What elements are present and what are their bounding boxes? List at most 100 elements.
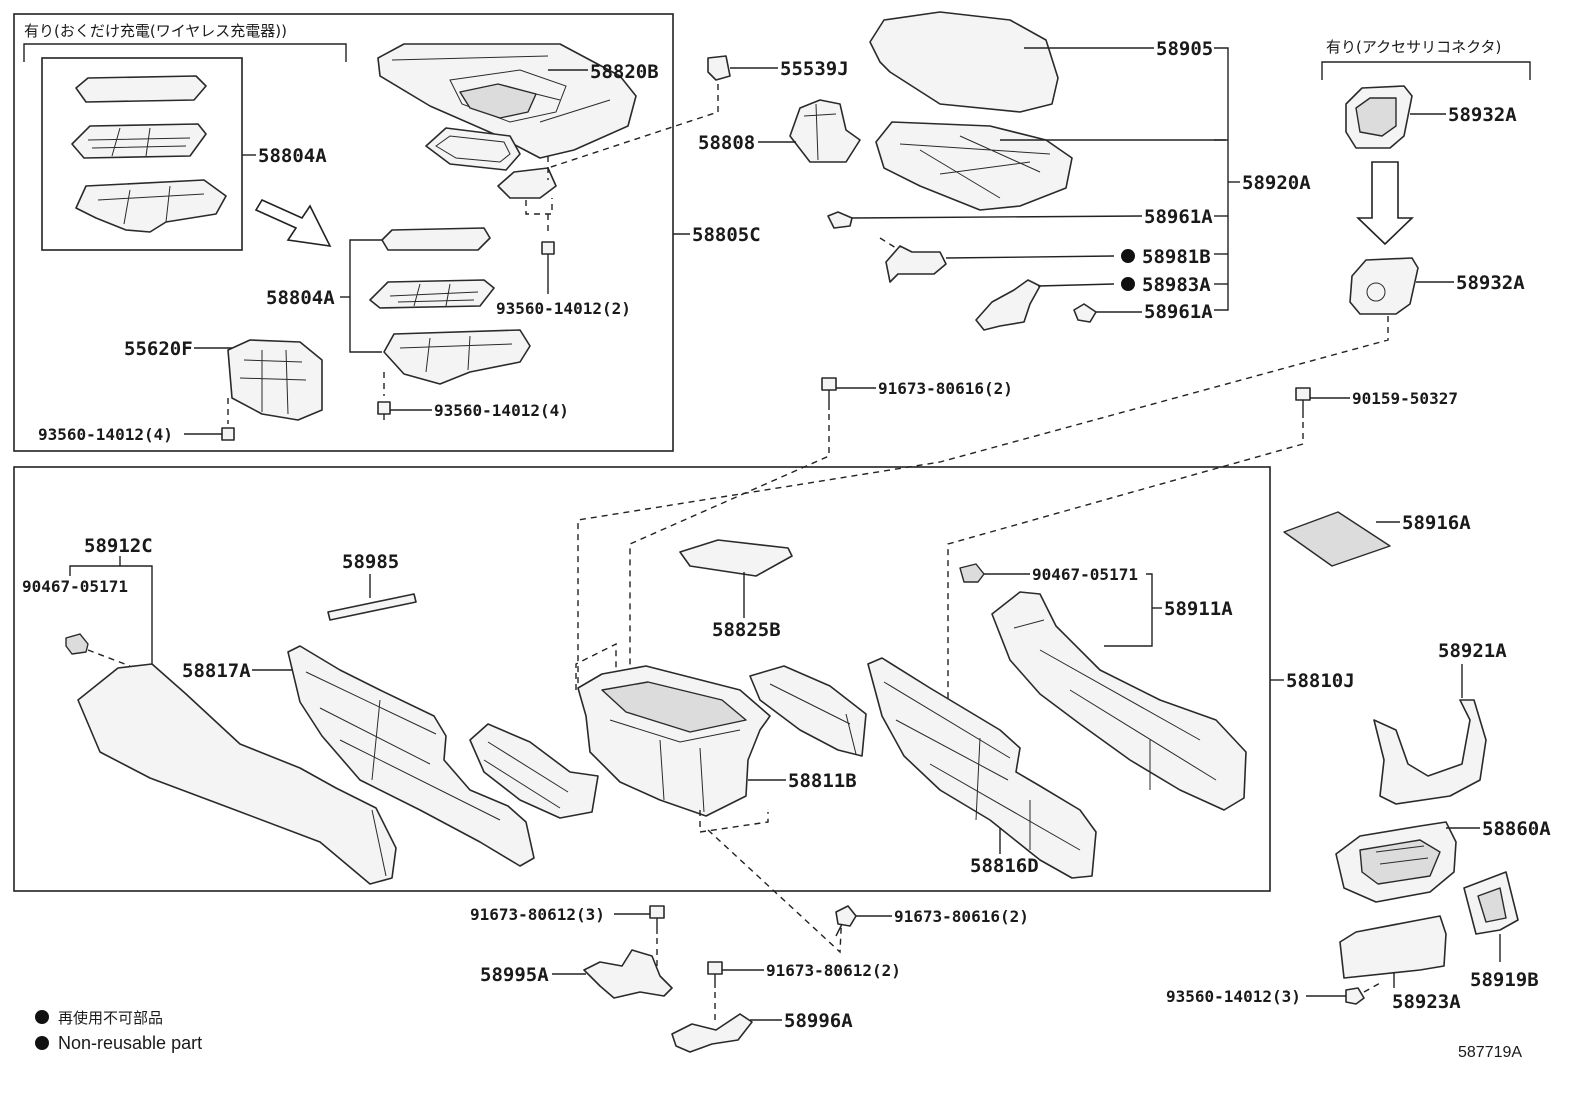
callout-91673-80616-a: 91673-80616(2) — [878, 379, 1013, 398]
part-58916A — [1283, 511, 1391, 567]
part-58996A — [671, 1013, 753, 1053]
part-58983A — [975, 279, 1041, 331]
part-58961A-upper — [827, 211, 853, 229]
callout-58811B: 58811B — [788, 770, 857, 792]
callout-58825B: 58825B — [712, 619, 781, 641]
part-58811B — [577, 665, 771, 817]
bolt-91673-80616-a — [821, 377, 837, 410]
callout-91673-80616-b: 91673-80616(2) — [894, 907, 1029, 926]
part-58981B — [885, 245, 947, 283]
callout-58981B: 58981B — [1142, 246, 1211, 268]
callout-93560-14012-3: 93560-14012(3) — [1166, 987, 1301, 1006]
non-reusable-marker-58983A — [1121, 277, 1135, 291]
callout-58961A-lower: 58961A — [1144, 301, 1213, 323]
part-58825B — [679, 539, 793, 577]
part-58923A — [1339, 915, 1447, 979]
callout-58808: 58808 — [698, 132, 755, 154]
callout-58911A: 58911A — [1164, 598, 1233, 620]
part-58860A — [1335, 821, 1457, 903]
screw-93560-4a — [221, 427, 235, 441]
callout-58820B: 58820B — [590, 61, 659, 83]
part-58817A — [287, 645, 535, 867]
bolt-91673-80616-b — [835, 905, 857, 937]
bolt-90159-50327 — [1295, 387, 1311, 418]
down-arrow-icon — [1356, 161, 1414, 246]
callout-91673-80612-b: 91673-80612(2) — [766, 961, 901, 980]
callout-58912C: 58912C — [84, 535, 153, 557]
callout-90467-05171-a: 90467-05171 — [22, 577, 128, 596]
callout-58817A: 58817A — [182, 660, 251, 682]
part-55539J — [707, 55, 731, 81]
part-58804A-upper — [71, 75, 227, 233]
part-58995A — [583, 949, 673, 999]
wireless-bracket — [23, 43, 347, 62]
callout-58810J: 58810J — [1286, 670, 1355, 692]
callout-58804A-upper: 58804A — [258, 145, 327, 167]
bolt-91673-80612-b — [707, 961, 723, 988]
main-console-frame — [13, 466, 1271, 892]
callout-55539J: 55539J — [780, 58, 849, 80]
part-58961A-lower — [1073, 303, 1097, 323]
wireless-sub-box — [41, 57, 243, 251]
part-58905 — [869, 11, 1059, 113]
part-58816D — [867, 657, 1097, 879]
part-switch-module — [497, 167, 557, 199]
screw-93560-2 — [541, 241, 555, 270]
part-55620F — [227, 339, 323, 421]
part-58932A-cover — [1349, 257, 1419, 315]
part-58808 — [789, 99, 861, 163]
legend-nonreusable-jp: 再使用不可部品 — [58, 1009, 163, 1027]
callout-58816D: 58816D — [970, 855, 1039, 877]
callout-58905: 58905 — [1156, 38, 1213, 60]
callout-58860A: 58860A — [1482, 818, 1551, 840]
screw-93560-3 — [1345, 987, 1365, 1005]
wireless-charger-label: 有り(おくだけ充電(ワイヤレス充電器)) — [24, 22, 287, 40]
part-58919B — [1463, 871, 1519, 935]
callout-90467-05171-b: 90467-05171 — [1032, 565, 1138, 584]
callout-58995A: 58995A — [480, 964, 549, 986]
callout-93560-14012-2: 93560-14012(2) — [496, 299, 631, 318]
callout-58961A-upper: 58961A — [1144, 206, 1213, 228]
callout-58921A: 58921A — [1438, 640, 1507, 662]
part-58920A-base — [875, 121, 1073, 211]
callout-58932A-upper: 58932A — [1448, 104, 1517, 126]
screw-93560-4b — [377, 401, 391, 420]
callout-58919B: 58919B — [1470, 969, 1539, 991]
part-58932A-connector — [1345, 85, 1413, 149]
accessory-bracket — [1321, 61, 1531, 80]
part-gate-piece-right — [749, 665, 867, 757]
bolt-91673-80612-a — [649, 905, 665, 934]
part-gasket — [425, 127, 521, 171]
part-58921A — [1373, 699, 1487, 805]
diagram-code: 587719A — [1458, 1044, 1522, 1061]
callout-55620F: 55620F — [124, 338, 193, 360]
callout-58920A: 58920A — [1242, 172, 1311, 194]
callout-93560-14012-4b: 93560-14012(4) — [434, 401, 569, 420]
callout-58805C: 58805C — [692, 224, 761, 246]
accessory-connector-label: 有り(アクセサリコネクタ) — [1326, 38, 1501, 56]
part-58804A-lower — [369, 227, 531, 385]
direction-arrow-icon — [254, 198, 332, 248]
callout-58932A-lower: 58932A — [1456, 272, 1525, 294]
callout-93560-14012-4a: 93560-14012(4) — [38, 425, 173, 444]
callout-58983A: 58983A — [1142, 274, 1211, 296]
legend-marker-jp — [35, 1010, 49, 1024]
clip-90467-a — [65, 633, 89, 655]
callout-58985: 58985 — [342, 551, 399, 573]
part-gate-piece-left — [469, 723, 599, 819]
part-58985 — [327, 593, 417, 621]
clip-90467-b — [959, 563, 985, 583]
part-58912C — [77, 663, 397, 885]
part-58820B — [377, 43, 637, 159]
upper-left-frame — [13, 13, 674, 452]
legend-nonreusable-en: Non-reusable part — [58, 1033, 202, 1053]
callout-58916A: 58916A — [1402, 512, 1471, 534]
callout-58923A: 58923A — [1392, 991, 1461, 1013]
legend-marker-en — [35, 1036, 49, 1050]
non-reusable-marker-58981B — [1121, 249, 1135, 263]
callout-90159-50327: 90159-50327 — [1352, 389, 1458, 408]
callout-91673-80612-a: 91673-80612(3) — [470, 905, 605, 924]
callout-58804A-lower: 58804A — [266, 287, 335, 309]
part-58911A — [991, 591, 1247, 811]
